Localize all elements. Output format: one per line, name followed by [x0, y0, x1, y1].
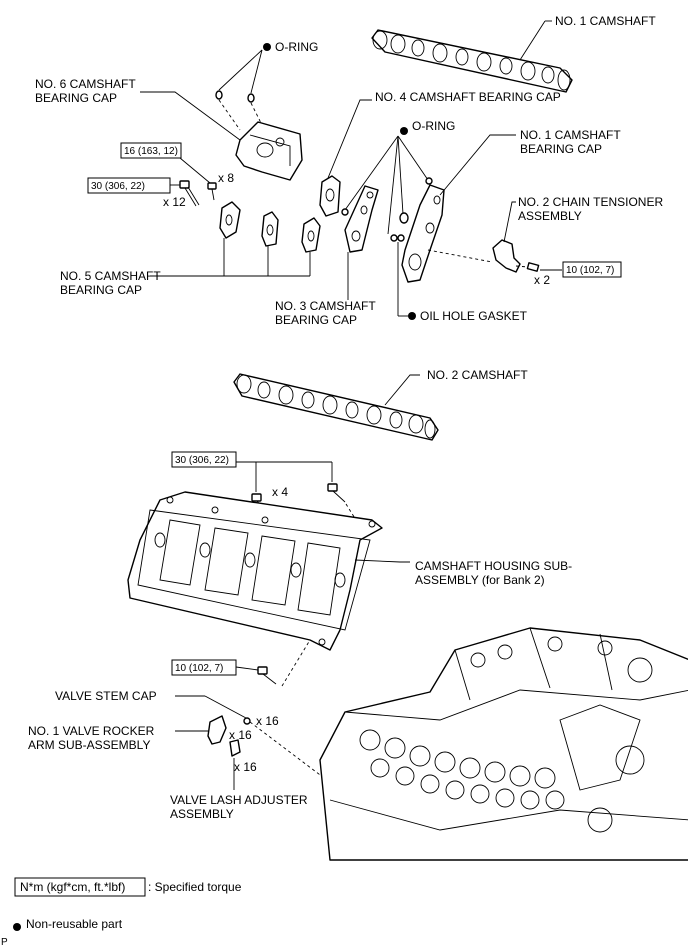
label-no1-camshaft: NO. 1 CAMSHAFT: [555, 14, 656, 28]
torque-box-housing10: [171, 659, 237, 676]
non-reusable-mark-oring-top: [263, 43, 271, 51]
housing-lower-bolt-drawing: [257, 666, 277, 685]
label-no1-cap-line2: BEARING CAP: [520, 142, 602, 156]
qty-x2: x 2: [534, 273, 550, 287]
label-no3-cap-line1: NO. 3 CAMSHAFT: [275, 299, 376, 313]
legend-torque-unit: N*m (kgf*cm, ft.*lbf): [20, 880, 125, 894]
label-no4-cap: NO. 4 CAMSHAFT BEARING CAP: [375, 90, 561, 104]
non-reusable-mark-oil-hole-gasket: [408, 312, 416, 320]
label-no5-cap-line2: BEARING CAP: [60, 283, 142, 297]
torque-tensioner10: 10 (102, 7): [566, 265, 614, 276]
label-no2-tensioner-line2: ASSEMBLY: [518, 209, 582, 223]
torque-box-cap30: [87, 177, 171, 194]
legend-nonreusable-text: Non-reusable part: [26, 917, 123, 931]
legend-torque-box: [14, 877, 146, 897]
engine-block-drawing: [319, 627, 688, 861]
qty-x4: x 4: [272, 485, 288, 499]
no5-bearing-caps-drawing: [219, 201, 321, 253]
label-oring-mid: O-RING: [412, 119, 455, 133]
cap-bolts-drawing: [179, 180, 217, 207]
label-oil-hole-gasket: OIL HOLE GASKET: [420, 309, 528, 323]
torque-box-cap16: [120, 142, 182, 159]
label-housing-line1: CAMSHAFT HOUSING SUB-: [415, 559, 572, 573]
label-no2-tensioner-line1: NO. 2 CHAIN TENSIONER: [518, 195, 663, 209]
legend-torque-desc: : Specified torque: [148, 880, 242, 894]
label-lash-line2: ASSEMBLY: [170, 807, 234, 821]
label-housing-line2: ASSEMBLY (for Bank 2): [415, 573, 545, 587]
label-rocker-line1: NO. 1 VALVE ROCKER: [28, 724, 155, 738]
no3-bearing-cap-drawing: [344, 185, 379, 253]
qty-x16-b: x 16: [229, 728, 252, 742]
qty-x8: x 8: [218, 171, 234, 185]
torque-box-tensioner10: [562, 261, 622, 278]
torque-housing30: 30 (306, 22): [175, 455, 229, 466]
corner-mark: P: [1, 937, 8, 948]
label-rocker-line2: ARM SUB-ASSEMBLY: [28, 738, 150, 752]
non-reusable-mark-oring-mid: [400, 127, 408, 135]
qty-x16-a: x 16: [256, 714, 279, 728]
label-no2-camshaft: NO. 2 CAMSHAFT: [427, 368, 528, 382]
legend-non-reusable-mark: [13, 923, 21, 931]
torque-cap30: 30 (306, 22): [91, 181, 145, 192]
label-oring-top: O-RING: [275, 40, 318, 54]
label-no6-cap-line1: NO. 6 CAMSHAFT: [35, 77, 136, 91]
torque-box-housing30: [171, 451, 237, 468]
no1-camshaft-drawing: [371, 29, 573, 93]
no4-bearing-cap-drawing: [319, 175, 341, 217]
torque-housing10: 10 (102, 7): [175, 663, 223, 674]
label-no1-cap-line1: NO. 1 CAMSHAFT: [520, 128, 621, 142]
no6-bearing-cap-drawing: [235, 121, 303, 181]
torque-cap16: 16 (163, 12): [124, 146, 178, 157]
o-ring-top-drawing: [215, 90, 255, 103]
label-no5-cap-line1: NO. 5 CAMSHAFT: [60, 269, 161, 283]
label-no3-cap-line2: BEARING CAP: [275, 313, 357, 327]
no2-chain-tensioner-drawing: [492, 239, 540, 273]
label-no6-cap-line2: BEARING CAP: [35, 91, 117, 105]
label-valve-stem-cap: VALVE STEM CAP: [55, 689, 157, 703]
valve-parts-drawing: [207, 715, 251, 757]
no1-bearing-cap-drawing: [401, 184, 445, 283]
no2-camshaft-drawing: [233, 373, 439, 441]
label-lash-line1: VALVE LASH ADJUSTER: [170, 793, 308, 807]
camshaft-housing-drawing: [127, 491, 383, 651]
qty-x12: x 12: [163, 195, 186, 209]
qty-x16-c: x 16: [234, 760, 257, 774]
